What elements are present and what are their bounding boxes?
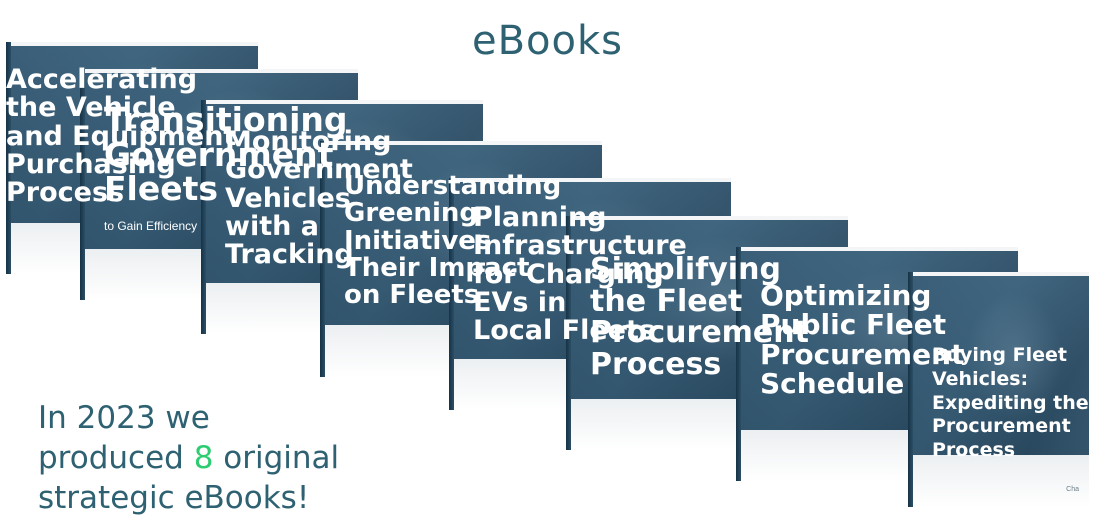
book-brand-mark: Cha	[1066, 485, 1079, 493]
page-title: eBooks	[472, 18, 623, 64]
book-page-edge	[571, 216, 848, 220]
book-spine	[566, 216, 571, 450]
ebook-cover[interactable]: Buying Fleet Vehicles: Expediting the Pr…	[908, 272, 1089, 507]
book-page-edge	[741, 247, 1018, 251]
ebook-count-tagline: In 2023 we produced 8 original strategic…	[38, 398, 368, 518]
book-title: Buying Fleet Vehicles: Expediting the Pr…	[932, 344, 1089, 461]
book-subtitle: to Gain Efficiency	[104, 219, 198, 233]
book-page-edge	[913, 272, 1089, 276]
book-cover-art	[913, 272, 1089, 507]
book-spine	[908, 272, 913, 507]
book-spine	[320, 141, 325, 377]
book-spine	[6, 42, 11, 274]
book-title: Transitioning Government Fleets	[104, 100, 348, 209]
tagline-suffix: original strategic eBooks!	[38, 440, 340, 516]
ebook-cover[interactable]: Planning Infrastructure for Charging EVs…	[449, 178, 731, 410]
tagline-prefix: In 2023 we produced	[38, 400, 210, 476]
book-title: Accelerating the Vehicle and Equipment P…	[6, 64, 237, 209]
book-page-edge	[85, 69, 358, 73]
book-spine	[736, 247, 741, 481]
book-title: Optimizing Public Fleet Procurement Sche…	[760, 279, 965, 401]
ebook-count: 8	[193, 440, 214, 476]
book-spine	[449, 178, 454, 410]
book-page-edge	[325, 141, 602, 145]
book-page-edge	[454, 178, 731, 182]
book-spine	[201, 100, 206, 334]
book-page-edge	[11, 42, 258, 46]
book-title: Simplifying the Fleet Procurement Proces…	[590, 252, 809, 382]
book-title: Understanding Greening Initiatives Their…	[344, 171, 562, 311]
book-title: Planning Infrastructure for Charging EVs…	[473, 202, 687, 347]
book-spine	[80, 69, 85, 300]
book-title: Monitoring Government Vehicles with a Tr…	[225, 126, 413, 271]
book-page-edge	[206, 100, 483, 104]
